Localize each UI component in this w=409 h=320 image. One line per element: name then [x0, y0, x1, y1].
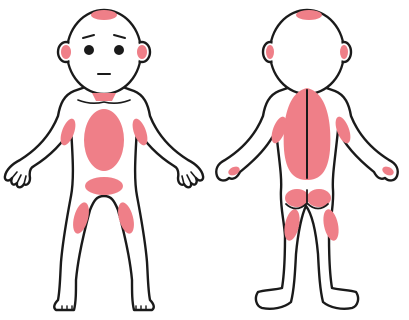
front-torso-highlight [84, 109, 124, 171]
back-crown-highlight [296, 10, 322, 20]
back-left-ear-highlight [266, 45, 274, 59]
back-figure [216, 10, 397, 309]
front-left-eye [84, 45, 94, 55]
front-right-ear-highlight [137, 45, 147, 59]
front-figure [5, 10, 203, 310]
front-neck-highlight [92, 93, 116, 101]
front-right-eye [114, 45, 124, 55]
back-right-ear-highlight [340, 45, 348, 59]
front-crown-highlight [91, 10, 117, 20]
front-left-ear-highlight [61, 45, 71, 59]
front-groin-highlight [85, 177, 123, 195]
